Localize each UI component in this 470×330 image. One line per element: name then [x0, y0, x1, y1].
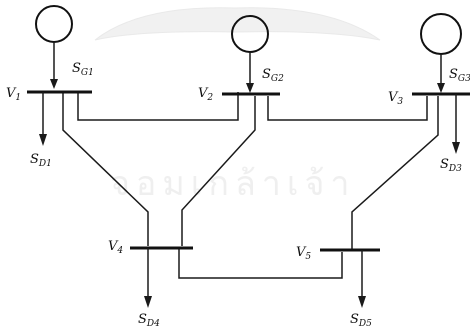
- load-d4-label: SD4: [138, 312, 160, 329]
- load-d1-label: SD1: [30, 152, 52, 169]
- load-d5-arrow-icon: [358, 296, 366, 308]
- load-d5-label: SD5: [350, 312, 372, 329]
- generators: [35, 5, 462, 93]
- buses: [27, 90, 470, 252]
- bus-5-label: V5: [296, 245, 311, 262]
- generator-1-label: SG1: [72, 61, 94, 78]
- generator-3-label: SG3: [449, 67, 470, 84]
- line-2-4: [181, 96, 256, 246]
- watermark-text: จอมเกล้าเจ้า: [110, 164, 356, 204]
- watermark: จอมเกล้าเจ้า: [94, 7, 381, 204]
- generator-1-icon: [35, 5, 73, 43]
- load-d3-arrow-icon: [452, 142, 460, 154]
- labels: V1 V2 V3 V4 V5 SG1 SG2 SG3 SD1 SD3 SD4 S…: [6, 61, 470, 329]
- bus-2-label: V2: [198, 86, 213, 103]
- bus-4-label: V4: [108, 239, 123, 256]
- line-3-5: [351, 96, 439, 250]
- line-4-5: [178, 248, 343, 279]
- loads: [39, 92, 460, 308]
- load-d3-label: SD3: [440, 157, 462, 174]
- line-1-2: [77, 92, 239, 121]
- load-d1-arrow-icon: [39, 134, 47, 146]
- bus-1-label: V1: [6, 86, 21, 103]
- generator-2-label: SG2: [262, 67, 284, 84]
- bus-3-label: V3: [388, 90, 403, 107]
- transmission-lines: [62, 92, 439, 279]
- load-d4-arrow-icon: [144, 296, 152, 308]
- line-2-3: [267, 96, 428, 121]
- line-1-4: [62, 92, 149, 246]
- generator-3-icon: [420, 13, 462, 55]
